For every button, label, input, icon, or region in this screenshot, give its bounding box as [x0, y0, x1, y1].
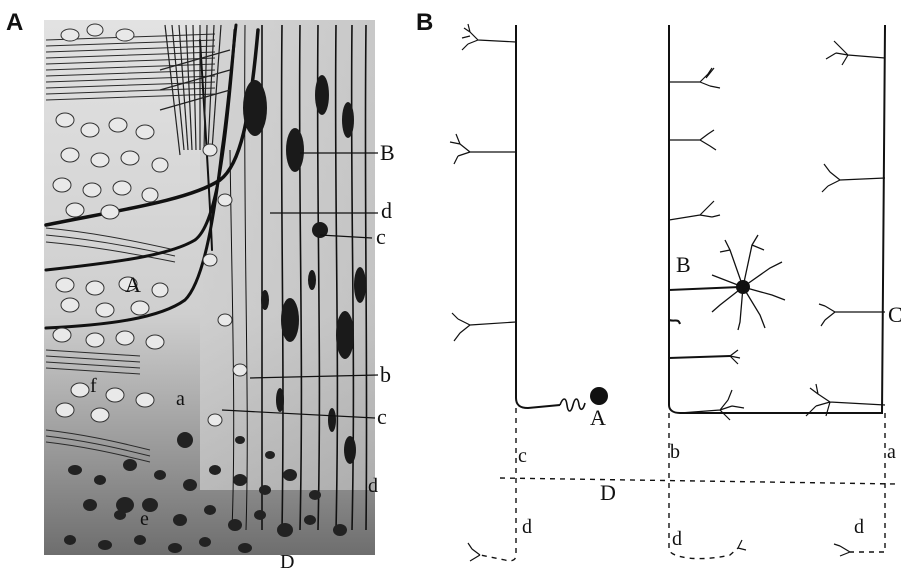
- label-b-a: a: [887, 441, 896, 463]
- label-b-b: b: [670, 441, 680, 463]
- label-a-e: e: [140, 508, 149, 530]
- label-a-A: A: [125, 272, 141, 297]
- label-b-A: A: [590, 405, 606, 430]
- label-b-C: C: [888, 302, 901, 327]
- neuron-trunks: [516, 25, 885, 413]
- panel-b-labels: A B C a b c D d d d: [518, 252, 901, 550]
- horizontal-line-D: [500, 478, 897, 484]
- label-a-d-lower: d: [368, 475, 378, 497]
- label-b-c: c: [518, 445, 527, 467]
- panel-b: B: [416, 9, 901, 561]
- label-a-c-upper: c: [376, 224, 386, 249]
- dashed-lines: [480, 408, 897, 561]
- label-b-D: D: [600, 480, 616, 505]
- panel-b-letter: B: [416, 9, 433, 36]
- label-a-B: B: [380, 140, 395, 165]
- label-a-D: D: [280, 551, 294, 573]
- label-b-d-left: d: [522, 516, 532, 538]
- panel-a-letter: A: [6, 9, 23, 36]
- label-a-d-upper: d: [381, 198, 392, 223]
- label-a-a: a: [176, 388, 185, 410]
- label-a-c-lower: c: [377, 404, 387, 429]
- label-a-b: b: [380, 362, 391, 387]
- star-neuron: [712, 235, 785, 330]
- lower-dendrites: [468, 540, 850, 561]
- label-b-d-right: d: [854, 516, 864, 538]
- label-b-d-mid: d: [672, 528, 682, 550]
- label-b-B: B: [676, 252, 691, 277]
- panel-a: A: [6, 9, 395, 573]
- label-a-f: f: [90, 375, 97, 397]
